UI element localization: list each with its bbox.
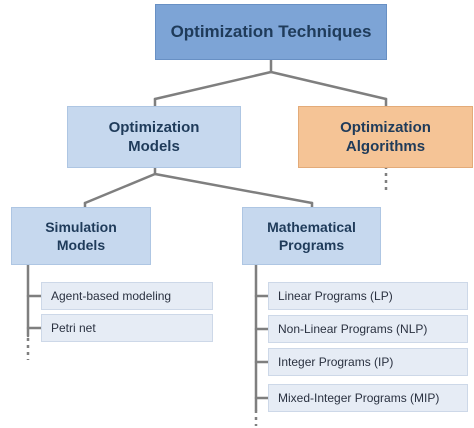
leaf-non-linear-programs-label: Non-Linear Programs (NLP) bbox=[278, 322, 428, 336]
connector-models-to-simulation bbox=[83, 172, 157, 205]
leaf-petri-net-label: Petri net bbox=[51, 321, 96, 335]
node-mathematical-programs-label: Mathematical Programs bbox=[267, 218, 356, 253]
node-optimization-models: Optimization Models bbox=[67, 106, 241, 168]
node-optimization-techniques: Optimization Techniques bbox=[155, 4, 387, 60]
leaf-linear-programs: Linear Programs (LP) bbox=[268, 282, 468, 310]
connector-root-to-models bbox=[153, 70, 273, 101]
leaf-integer-programs: Integer Programs (IP) bbox=[268, 348, 468, 376]
leaf-mixed-integer-programs: Mixed-Integer Programs (MIP) bbox=[268, 384, 468, 412]
leaf-petri-net: Petri net bbox=[41, 314, 213, 342]
node-simulation-models: Simulation Models bbox=[11, 207, 151, 265]
node-optimization-algorithms-label: Optimization Algorithms bbox=[340, 118, 431, 156]
leaf-non-linear-programs: Non-Linear Programs (NLP) bbox=[268, 315, 468, 343]
node-mathematical-programs: Mathematical Programs bbox=[242, 207, 381, 265]
leaf-mixed-integer-programs-label: Mixed-Integer Programs (MIP) bbox=[278, 391, 440, 405]
leaf-integer-programs-label: Integer Programs (IP) bbox=[278, 355, 394, 369]
node-optimization-algorithms: Optimization Algorithms bbox=[298, 106, 473, 168]
leaf-agent-based-modeling-label: Agent-based modeling bbox=[51, 289, 172, 303]
connector-root-to-algorithms bbox=[269, 70, 388, 101]
connector-models-to-mathematical bbox=[153, 172, 314, 205]
leaf-linear-programs-label: Linear Programs (LP) bbox=[278, 289, 393, 303]
node-optimization-techniques-label: Optimization Techniques bbox=[170, 21, 372, 41]
leaf-agent-based-modeling: Agent-based modeling bbox=[41, 282, 213, 310]
node-simulation-models-label: Simulation Models bbox=[45, 218, 117, 253]
node-optimization-models-label: Optimization Models bbox=[108, 118, 200, 156]
